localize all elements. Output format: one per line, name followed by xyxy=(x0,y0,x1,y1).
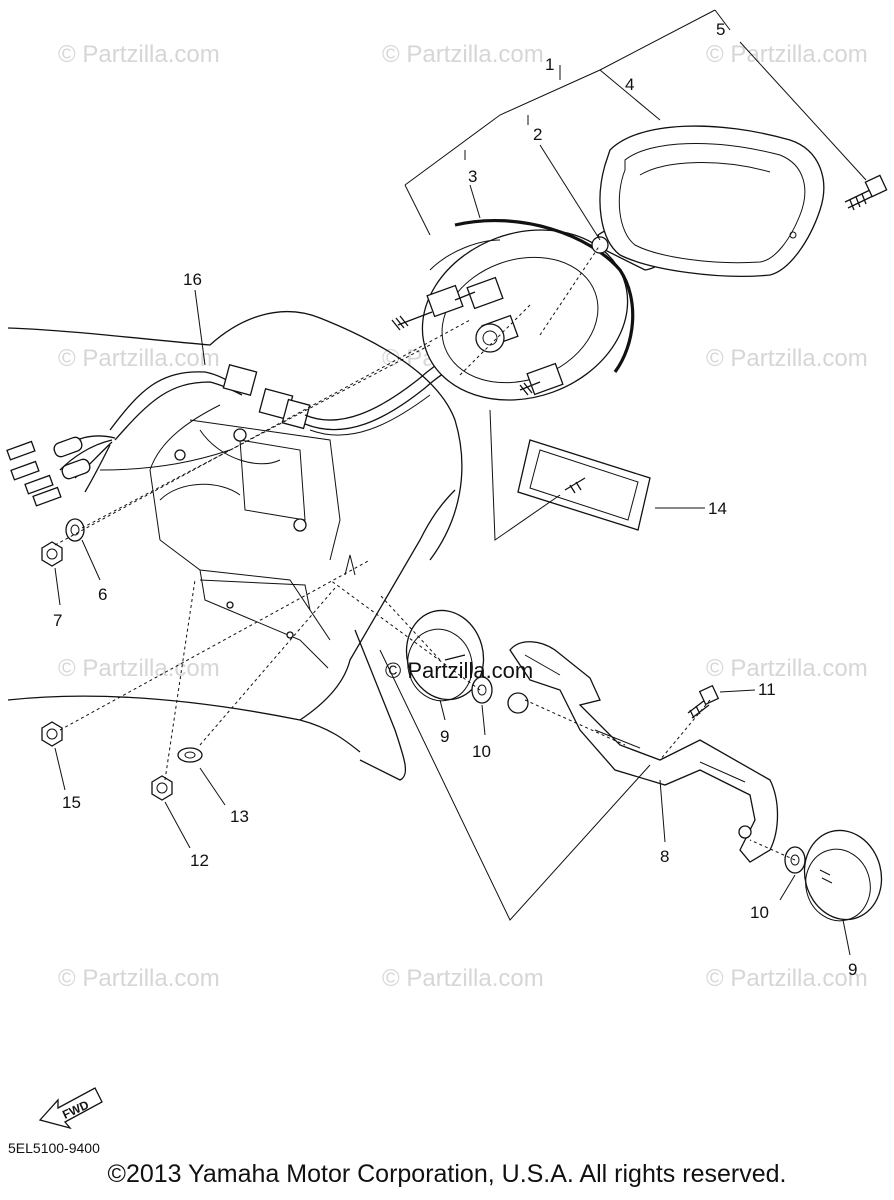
callout-1: 1 xyxy=(545,55,554,74)
copyright-notice: ©2013 Yamaha Motor Corporation, U.S.A. A… xyxy=(107,1160,787,1188)
nut-12 xyxy=(151,775,173,801)
watermark: © Partzilla.com xyxy=(58,655,220,682)
round-reflector-left xyxy=(405,609,485,702)
callout-7: 7 xyxy=(53,611,62,630)
callout-13: 13 xyxy=(230,807,249,826)
screw xyxy=(844,174,888,211)
callout-9b: 9 xyxy=(848,960,857,979)
nut-7 xyxy=(41,541,63,567)
watermark: © Partzilla.com xyxy=(706,655,868,682)
rear-fender xyxy=(7,311,463,781)
watermark-overlay: © Partzilla.com xyxy=(385,658,533,683)
watermark: © Partzilla.com xyxy=(382,965,544,992)
washer-left xyxy=(471,676,493,704)
callout-5: 5 xyxy=(716,20,725,39)
round-reflector-right xyxy=(803,829,883,922)
part-code: 5EL5100-9400 xyxy=(8,1140,100,1156)
callout-16: 16 xyxy=(183,270,202,289)
watermark: © Partzilla.com xyxy=(58,965,220,992)
assembly-lines xyxy=(54,244,796,861)
watermark: © Partzilla.com xyxy=(58,41,220,68)
washer-6 xyxy=(65,518,85,542)
watermark: © Partzilla.com xyxy=(706,965,868,992)
callout-14: 14 xyxy=(708,499,727,518)
callout-11: 11 xyxy=(758,680,776,699)
reflector xyxy=(517,439,651,531)
watermark: © Partzilla.com xyxy=(58,345,220,372)
fwd-label: FWD xyxy=(60,1097,91,1121)
callout-15: 15 xyxy=(62,793,81,812)
fwd-arrow-icon: FWD xyxy=(38,1087,103,1130)
callout-6: 6 xyxy=(98,585,107,604)
nut-15 xyxy=(41,721,63,747)
callouts: 1 2 3 4 5 6 7 8 9 9 10 10 11 12 13 14 15… xyxy=(53,20,857,979)
callout-4: 4 xyxy=(625,75,634,94)
washer-13 xyxy=(177,747,203,763)
callout-2: 2 xyxy=(533,125,542,144)
callout-10a: 10 xyxy=(472,742,491,761)
lens xyxy=(599,125,825,277)
callout-8: 8 xyxy=(660,847,669,866)
bracket xyxy=(507,641,779,863)
callout-9a: 9 xyxy=(440,727,449,746)
bolt xyxy=(687,684,720,719)
callout-12: 12 xyxy=(190,851,209,870)
watermark: © Partzilla.com xyxy=(382,41,544,68)
callout-10b: 10 xyxy=(750,903,769,922)
watermark: © Partzilla.com xyxy=(706,345,868,372)
callout-3: 3 xyxy=(468,167,477,186)
wire-harness xyxy=(6,344,486,507)
leader-lines xyxy=(54,9,867,956)
watermark: © Partzilla.com xyxy=(706,41,868,68)
